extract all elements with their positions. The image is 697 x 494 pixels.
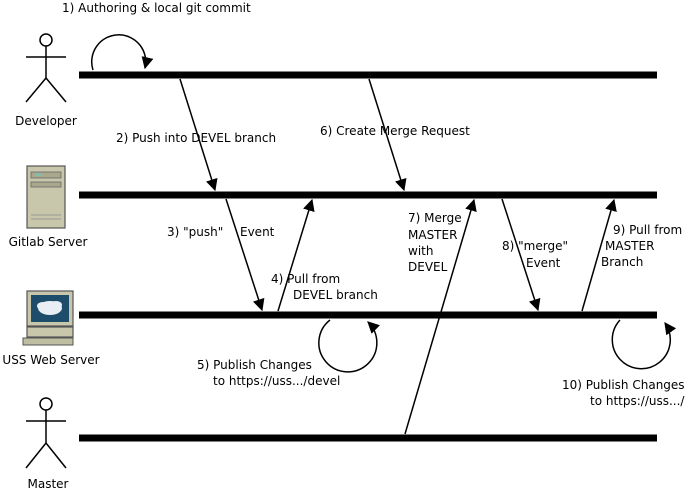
- step-4-label: 4) Pull from: [271, 272, 340, 286]
- webserver-label: USS Web Server: [2, 353, 99, 367]
- step-3-label-line2: Event: [240, 225, 275, 239]
- loop-publish-devel: [318, 319, 380, 373]
- step-1-label: 1) Authoring & local git commit: [62, 1, 251, 15]
- gitlab-server-tower-icon: [26, 165, 66, 229]
- step-7-label-line2: MASTER: [408, 228, 457, 242]
- step-9-label-line2: MASTER: [605, 239, 654, 253]
- arrow-merge-event: [501, 198, 541, 312]
- step-8-label-line2: Event: [526, 256, 561, 270]
- step-7-label-line4: DEVEL: [408, 260, 448, 274]
- step-5-label-line2: to https://uss.../devel: [213, 374, 340, 388]
- arrow-merge-master: [404, 198, 477, 435]
- step-8-label: 8) "merge": [502, 239, 568, 253]
- master-stick-figure-icon: [25, 397, 67, 469]
- arrow-pull-devel: [277, 198, 315, 312]
- step-4-label-line2: DEVEL branch: [293, 288, 378, 302]
- developer-stick-figure-icon: [25, 33, 67, 103]
- step-7-label: 7) Merge: [408, 211, 462, 225]
- step-10-label: 10) Publish Changes: [562, 378, 685, 392]
- step-6-label: 6) Create Merge Request: [320, 124, 470, 138]
- arrow-merge-request: [368, 78, 407, 192]
- step-9-label-line3: Branch: [601, 255, 643, 269]
- master-label: Master: [28, 477, 69, 491]
- loop-publish-master: [611, 319, 677, 370]
- arrow-push-devel: [179, 78, 218, 192]
- loop-authoring: [90, 34, 154, 71]
- gitlab-server-label: Gitlab Server: [9, 235, 88, 249]
- step-5-label: 5) Publish Changes: [197, 358, 312, 372]
- step-2-label: 2) Push into DEVEL branch: [116, 131, 276, 145]
- arrow-pull-master: [581, 198, 617, 312]
- step-10-label-line2: to https://uss.../: [590, 394, 685, 408]
- arrow-push-event: [225, 198, 265, 312]
- step-3-label: 3) "push": [167, 225, 223, 239]
- developer-label: Developer: [15, 114, 77, 128]
- step-7-label-line3: with: [408, 244, 433, 258]
- webserver-computer-monitor-icon: [22, 290, 74, 346]
- step-9-label: 9) Pull from: [613, 223, 682, 237]
